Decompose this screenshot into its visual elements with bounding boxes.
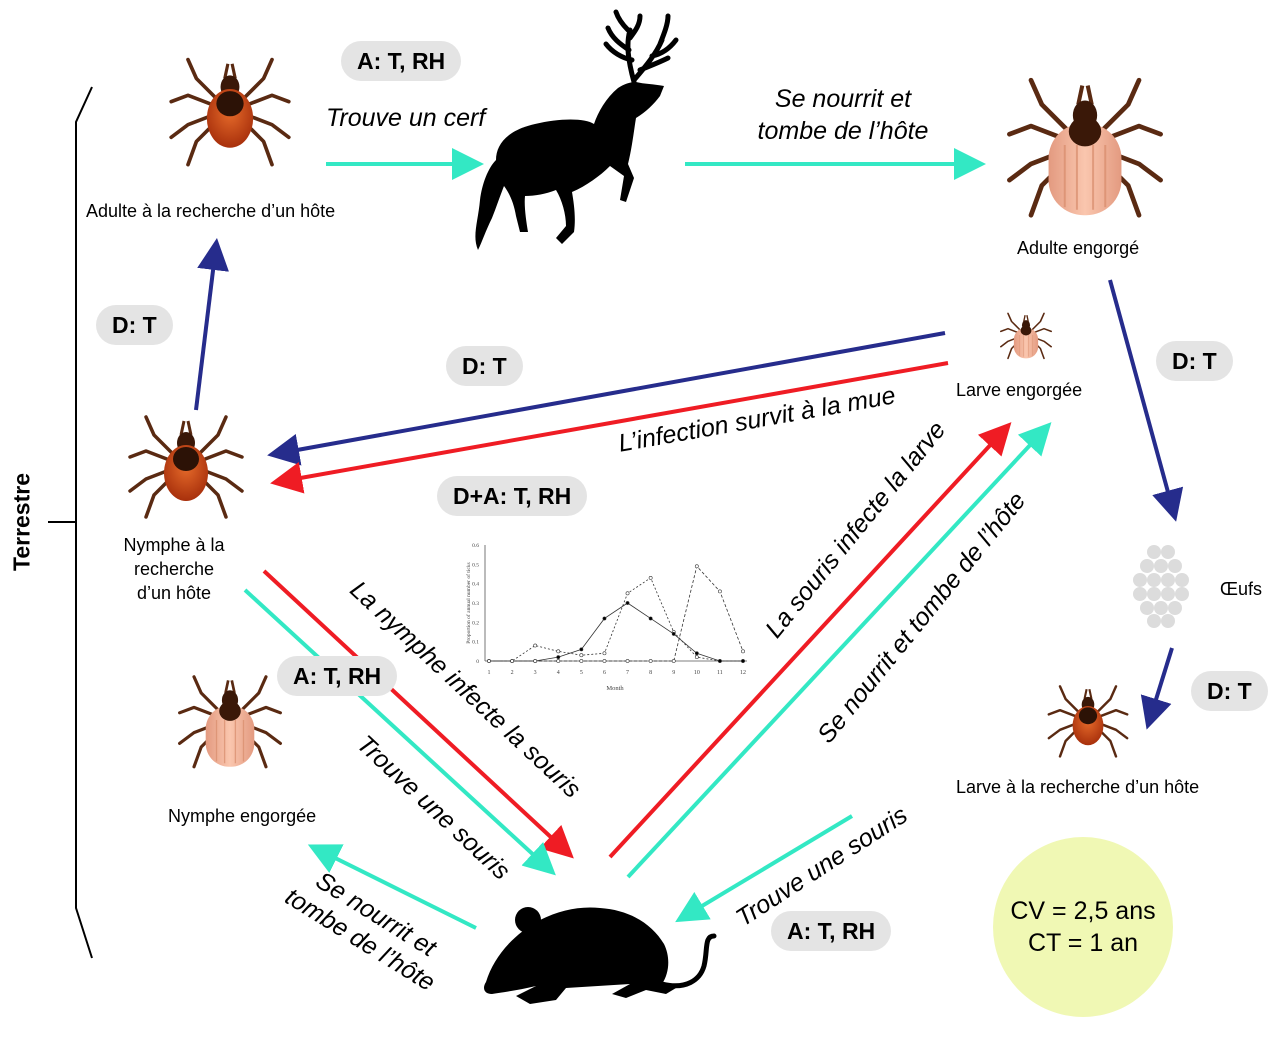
chart-x-tick: 7 xyxy=(626,670,629,676)
badge-egg-laying: D: T xyxy=(1156,341,1233,381)
chart-point xyxy=(695,656,698,659)
chart-x-tick: 3 xyxy=(534,670,537,676)
label-adult-seeking: Adulte à la recherche d’un hôte xyxy=(86,201,335,222)
chart-point xyxy=(672,659,675,662)
label-adult-engorged: Adulte engorgé xyxy=(1017,238,1139,259)
deer-icon xyxy=(475,12,676,250)
chart-point xyxy=(557,650,560,653)
chart-y-tick: 0.2 xyxy=(472,620,479,626)
chart-x-tick: 11 xyxy=(717,670,723,676)
chart-point xyxy=(695,565,698,568)
badge-molt-conditions: D+A: T, RH xyxy=(437,476,587,516)
ct-text: CT = 1 an xyxy=(1028,927,1138,959)
badge-nymph-find-mouse: A: T, RH xyxy=(277,656,397,696)
chart-x-tick: 12 xyxy=(740,670,746,676)
label-nymph-seeking-line1: Nymphe à la xyxy=(119,533,229,557)
chart-y-tick: 0.5 xyxy=(472,562,479,568)
label-larva-engorged: Larve engorgée xyxy=(956,380,1082,401)
chart-point xyxy=(603,617,606,620)
nymph-engorged-tick-icon xyxy=(180,677,281,767)
chart-x-tick: 10 xyxy=(694,670,700,676)
chart-point xyxy=(580,648,583,651)
label-nymph-seeking-line2: recherche xyxy=(119,557,229,581)
chart-point xyxy=(695,652,698,655)
caption-feed-fall-top-line2: tombe de l’hôte xyxy=(748,115,938,147)
cycle-duration-circle: CV = 2,5 ans CT = 1 an xyxy=(993,837,1173,1017)
label-eggs: Œufs xyxy=(1220,579,1262,600)
caption-feed-fall-top: Se nourrit et tombe de l’hôte xyxy=(748,83,938,147)
chart-point xyxy=(580,659,583,662)
chart-y-tick: 0 xyxy=(476,659,479,665)
chart-point xyxy=(534,644,537,647)
chart-point xyxy=(718,659,721,662)
chart-point xyxy=(510,659,513,662)
badge-nymph-molt: D: T xyxy=(96,305,173,345)
chart-point xyxy=(603,659,606,662)
label-nymph-seeking: Nymphe à la recherche d’un hôte xyxy=(119,533,229,605)
larva-seeking-tick-icon xyxy=(1049,686,1127,756)
badge-larva-find-mouse: A: T, RH xyxy=(771,911,891,951)
chart-point xyxy=(649,659,652,662)
badge-larva-molt: D: T xyxy=(446,346,523,386)
chart-point xyxy=(580,654,583,657)
larva-engorged-tick-icon xyxy=(1001,313,1051,358)
adult-engorged-tick-icon xyxy=(1009,80,1160,215)
arrows xyxy=(196,164,1174,928)
chart-x-tick: 5 xyxy=(580,670,583,676)
chart-point xyxy=(557,656,560,659)
chart-y-tick: 0.1 xyxy=(472,640,479,646)
chart-series-line xyxy=(489,603,743,661)
chart-point xyxy=(557,659,560,662)
chart-y-tick: 0.6 xyxy=(472,543,479,549)
chart-point xyxy=(741,659,744,662)
adult-seeking-tick-icon xyxy=(171,60,289,165)
terrestre-label: Terrestre xyxy=(9,473,36,571)
chart-point xyxy=(603,652,606,655)
eggs-icon xyxy=(1133,545,1189,628)
chart-series-line xyxy=(489,566,743,661)
caption-find-deer: Trouve un cerf xyxy=(326,104,485,133)
chart-y-tick: 0.4 xyxy=(472,582,479,588)
chart-x-tick: 9 xyxy=(672,670,675,676)
chart-x-tick: 1 xyxy=(488,670,491,676)
chart-y-tick: 0.3 xyxy=(472,601,479,607)
cv-text: CV = 2,5 ans xyxy=(1010,895,1155,927)
label-larva-seeking: Larve à la recherche d’un hôte xyxy=(956,777,1199,798)
chart-point xyxy=(626,601,629,604)
chart-point xyxy=(626,592,629,595)
caption-feed-fall-top-line1: Se nourrit et xyxy=(748,83,938,115)
badge-find-deer-conditions: A: T, RH xyxy=(341,41,461,81)
mouse-icon xyxy=(484,907,714,1004)
chart-x-tick: 2 xyxy=(511,670,514,676)
label-nymph-engorged: Nymphe engorgée xyxy=(168,806,316,827)
chart-point xyxy=(626,659,629,662)
chart-point xyxy=(649,576,652,579)
chart-x-label: Month xyxy=(606,685,624,692)
label-nymph-seeking-line3: d’un hôte xyxy=(119,581,229,605)
chart-point xyxy=(672,632,675,635)
tick-seasonality-chart: Proportion of annual number of ticks Mon… xyxy=(465,543,747,692)
chart-y-label: Proportion of annual number of ticks xyxy=(465,562,472,643)
badge-egg-hatch: D: T xyxy=(1191,671,1268,711)
chart-point xyxy=(718,590,721,593)
chart-point xyxy=(534,659,537,662)
chart-x-tick: 4 xyxy=(557,670,560,676)
chart-series-line xyxy=(489,578,743,661)
chart-x-tick: 8 xyxy=(649,670,652,676)
nymph-seeking-tick-icon xyxy=(130,417,242,517)
chart-point xyxy=(649,617,652,620)
chart-point xyxy=(487,659,490,662)
chart-point xyxy=(741,650,744,653)
chart-x-tick: 6 xyxy=(603,670,606,676)
